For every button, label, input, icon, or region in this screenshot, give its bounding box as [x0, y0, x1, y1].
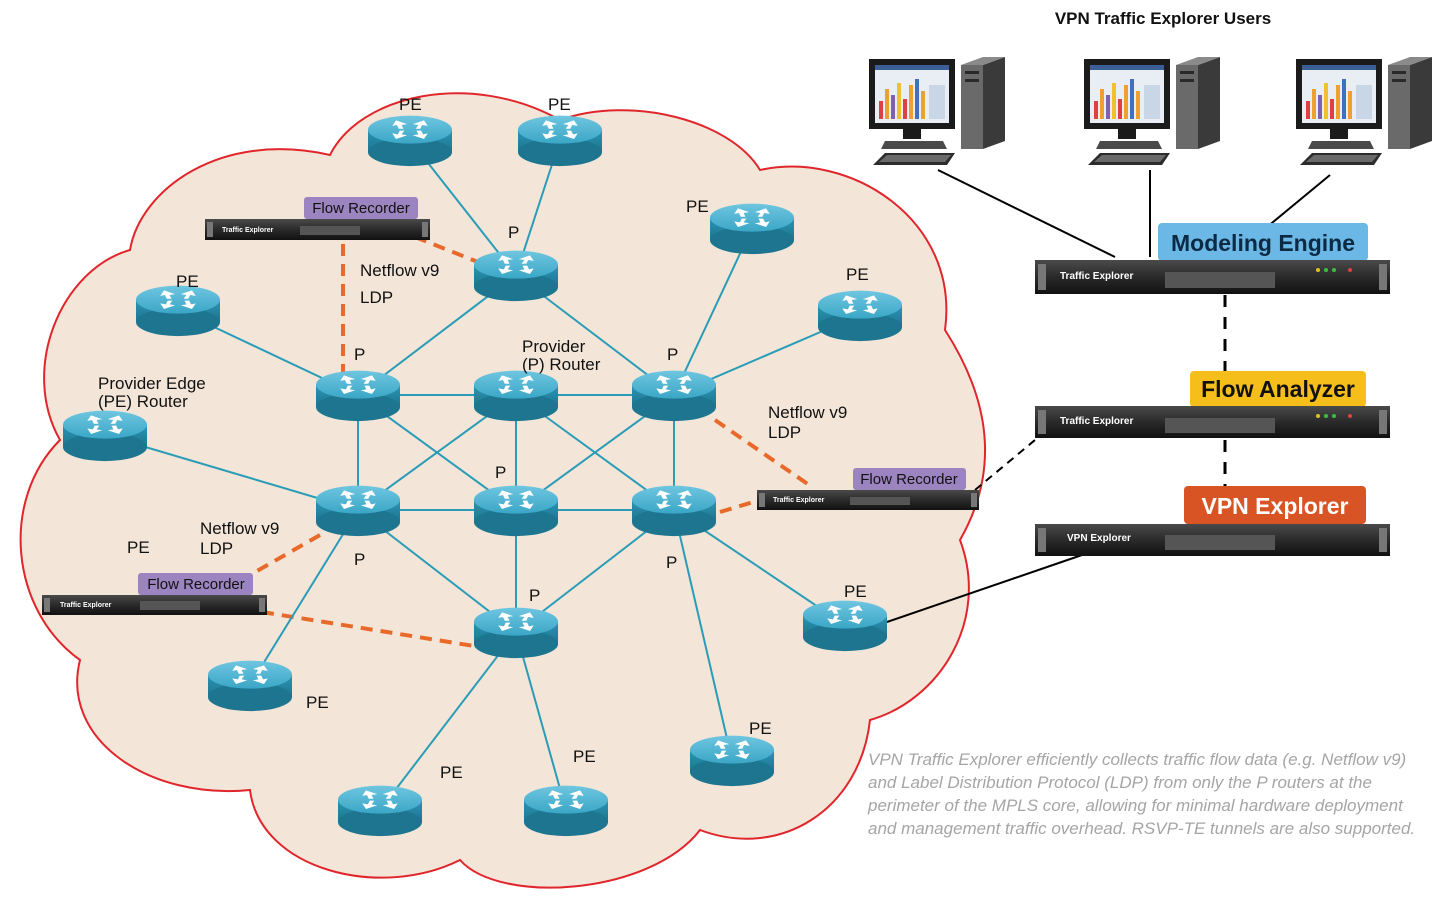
p-router-icon	[316, 485, 400, 537]
pe-router-icon	[524, 785, 608, 837]
pe-router-icon	[368, 115, 452, 167]
p-router-icon	[474, 250, 558, 302]
p-label: P	[354, 550, 365, 569]
vpn-explorer-label: VPN Explorer	[1202, 493, 1349, 519]
p-router-icon	[474, 370, 558, 422]
modeling-engine-label: Modeling Engine	[1171, 230, 1355, 256]
netflow-label: Netflow v9	[200, 519, 279, 538]
pe-label: PE	[306, 693, 329, 712]
p-router-icon	[474, 607, 558, 659]
flow-recorder-label: Flow Recorder	[312, 200, 410, 217]
p-router-icon	[316, 370, 400, 422]
router-link	[515, 631, 567, 811]
p-label: P	[508, 223, 519, 242]
pe-router-icon	[136, 285, 220, 337]
router-link	[249, 509, 359, 686]
appliance-label: Traffic Explorer	[1060, 416, 1133, 427]
router-link	[379, 631, 517, 811]
p-label: P	[529, 586, 540, 605]
ldp-label: LDP	[200, 539, 233, 558]
p-label: P	[354, 345, 365, 364]
pe-label: PE	[686, 197, 709, 216]
appliance-label: Traffic Explorer	[1060, 271, 1133, 282]
flow-recorder-top: Flow Recorder Traffic Explorer	[205, 197, 430, 240]
flow-analyzer-label: Flow Analyzer	[1201, 376, 1355, 402]
user-computer	[1084, 57, 1220, 165]
pe-router-icon	[208, 660, 292, 712]
pe-router-icon	[338, 785, 422, 837]
user-computer	[869, 57, 1005, 165]
provider-router-label: (P) Router	[522, 355, 601, 374]
router-link	[673, 227, 753, 396]
pe-router-icon	[63, 410, 147, 462]
flow-recorder-right: Flow Recorder Traffic Explorer	[757, 468, 979, 510]
appliance-label: Traffic Explorer	[222, 227, 274, 234]
diagram-labels: PE PE PE PE PE PE PE PE PE PE PE P P P P…	[98, 95, 869, 782]
provider-edge-label: (PE) Router	[98, 392, 188, 411]
pe-router-icon	[518, 115, 602, 167]
pe-label: PE	[176, 272, 199, 291]
pe-label: PE	[399, 95, 422, 114]
caption: VPN Traffic Explorer efficiently collect…	[868, 750, 1416, 838]
appliance-label: Traffic Explorer	[60, 602, 112, 609]
vpn-explorer: VPN Explorer VPN Explorer	[1035, 486, 1390, 556]
p-label: P	[667, 345, 678, 364]
p-label: P	[666, 553, 677, 572]
flow-analyzer: Flow Analyzer Traffic Explorer	[1035, 371, 1390, 438]
pe-label: PE	[846, 265, 869, 284]
pe-label: PE	[844, 582, 867, 601]
flow-recorder-label: Flow Recorder	[147, 576, 245, 593]
pe-label: PE	[749, 719, 772, 738]
p-label: P	[495, 463, 506, 482]
netflow-label: Netflow v9	[768, 403, 847, 422]
provider-edge-label: Provider Edge	[98, 374, 206, 393]
ldp-label: LDP	[768, 423, 801, 442]
pe-label: PE	[548, 95, 571, 114]
pe-router-icon	[690, 735, 774, 787]
pe-router-icon	[710, 203, 794, 255]
users-title: VPN Traffic Explorer Users	[1055, 9, 1271, 28]
pe-label: PE	[573, 747, 596, 766]
appliance-label: VPN Explorer	[1067, 533, 1131, 544]
router-link	[673, 509, 733, 761]
ldp-label: LDP	[360, 288, 393, 307]
appliance-label: Traffic Explorer	[773, 497, 825, 504]
flow-recorder-label: Flow Recorder	[860, 471, 958, 488]
p-router-icon	[632, 485, 716, 537]
p-router-icon	[474, 485, 558, 537]
p-router-icon	[632, 370, 716, 422]
netflow-label: Netflow v9	[360, 261, 439, 280]
pe-router-icon	[803, 600, 887, 652]
provider-router-label: Provider	[522, 337, 586, 356]
flow-recorder-left: Flow Recorder Traffic Explorer	[42, 573, 267, 615]
user-computer	[1296, 57, 1432, 165]
netflow-ldp-links	[249, 235, 814, 648]
pe-label: PE	[127, 538, 150, 557]
pe-router-icon	[818, 290, 902, 342]
modeling-engine: Modeling Engine Traffic Explorer	[1035, 223, 1390, 294]
router-link	[104, 434, 359, 511]
pe-label: PE	[440, 763, 463, 782]
